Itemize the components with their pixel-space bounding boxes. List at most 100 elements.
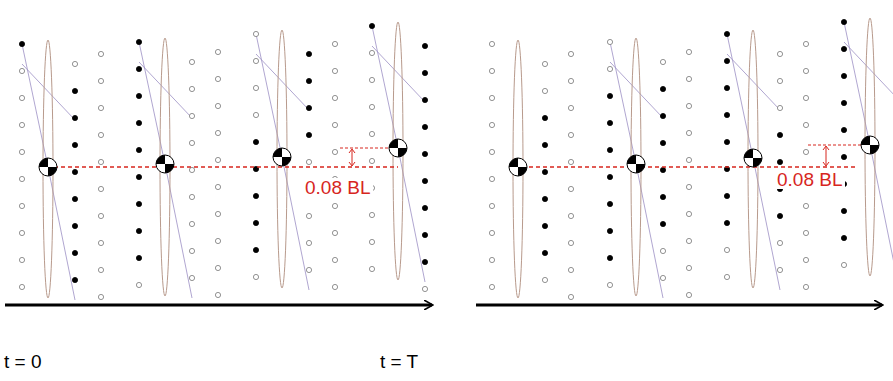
com-quadrant: [627, 155, 636, 164]
position-dot: [841, 235, 846, 240]
position-dot: [19, 95, 24, 100]
position-dot: [841, 46, 846, 51]
position-dot: [660, 140, 665, 145]
time-arrow: [476, 304, 882, 307]
link-line: [139, 42, 192, 298]
position-dot: [98, 240, 103, 245]
position-dot: [253, 193, 258, 198]
position-dot: [215, 103, 220, 108]
position-dot: [489, 230, 494, 235]
position-dot: [489, 68, 494, 73]
com-quadrant: [273, 148, 282, 157]
position-dot: [542, 61, 547, 66]
position-dot: [306, 159, 311, 164]
position-dot: [724, 193, 729, 198]
position-dot: [72, 142, 77, 147]
position-dot: [568, 240, 573, 245]
position-dot: [306, 267, 311, 272]
position-dot: [253, 247, 258, 252]
position-dot: [489, 257, 494, 262]
link-line: [372, 26, 425, 282]
position-dot: [332, 230, 337, 235]
time-label: t = 0: [4, 352, 42, 371]
com-symbol: [273, 148, 291, 166]
position-dot: [215, 292, 220, 297]
position-dot: [660, 113, 665, 118]
position-dot: [98, 186, 103, 191]
position-dot: [136, 120, 141, 125]
position-dot: [136, 201, 141, 206]
position-dot: [724, 58, 729, 63]
position-dot: [72, 115, 77, 120]
position-dot: [215, 265, 220, 270]
position-dot: [215, 130, 220, 135]
position-dot: [777, 213, 782, 218]
position-dot: [686, 238, 691, 243]
position-dot: [253, 85, 258, 90]
com-symbol: [39, 158, 57, 176]
position-dot: [777, 132, 782, 137]
position-dot: [332, 284, 337, 289]
position-dot: [724, 220, 729, 225]
position-dot: [686, 49, 691, 54]
reference-line: [40, 166, 398, 168]
com-quadrant: [398, 148, 407, 157]
position-dot: [19, 230, 24, 235]
position-dot: [422, 151, 427, 156]
position-dot: [422, 286, 427, 291]
com-quadrant: [870, 145, 879, 154]
position-dot: [72, 250, 77, 255]
position-dot: [306, 213, 311, 218]
position-dot: [19, 68, 24, 73]
position-dot: [98, 267, 103, 272]
com-symbol: [627, 155, 645, 173]
position-dot: [98, 159, 103, 164]
position-dot: [660, 194, 665, 199]
com-symbol: [744, 149, 762, 167]
position-dot: [841, 262, 846, 267]
position-dot: [215, 157, 220, 162]
position-dot: [542, 223, 547, 228]
position-dot: [841, 127, 846, 132]
position-dot: [136, 255, 141, 260]
position-dot: [607, 147, 612, 152]
position-dot: [306, 132, 311, 137]
position-dot: [189, 221, 194, 226]
com-symbol: [509, 158, 527, 176]
link-line: [139, 62, 192, 118]
com-quadrant: [156, 155, 165, 164]
position-dot: [189, 194, 194, 199]
position-dot: [568, 294, 573, 299]
position-dot: [777, 78, 782, 83]
position-dot: [542, 196, 547, 201]
link-line: [727, 54, 780, 110]
position-dot: [568, 186, 573, 191]
position-dot: [98, 294, 103, 299]
position-dot: [489, 41, 494, 46]
offset-marker: [340, 145, 862, 166]
position-dot: [72, 61, 77, 66]
position-dot: [489, 122, 494, 127]
position-dot: [777, 267, 782, 272]
position-dot: [542, 88, 547, 93]
position-dot: [332, 41, 337, 46]
position-dot: [136, 147, 141, 152]
position-dot: [841, 208, 846, 213]
com-quadrant: [39, 158, 48, 167]
position-dot: [489, 176, 494, 181]
position-dot: [607, 255, 612, 260]
position-dot: [136, 39, 141, 44]
position-dot: [422, 97, 427, 102]
position-dot: [777, 105, 782, 110]
position-dot: [607, 228, 612, 233]
position-dot: [686, 130, 691, 135]
position-dot: [253, 58, 258, 63]
position-dot: [568, 159, 573, 164]
com-quadrant: [518, 167, 527, 176]
link-line: [256, 34, 309, 290]
position-dot: [215, 184, 220, 189]
position-dot: [189, 86, 194, 91]
position-dot: [306, 51, 311, 56]
position-dot: [542, 142, 547, 147]
position-dot: [253, 112, 258, 117]
